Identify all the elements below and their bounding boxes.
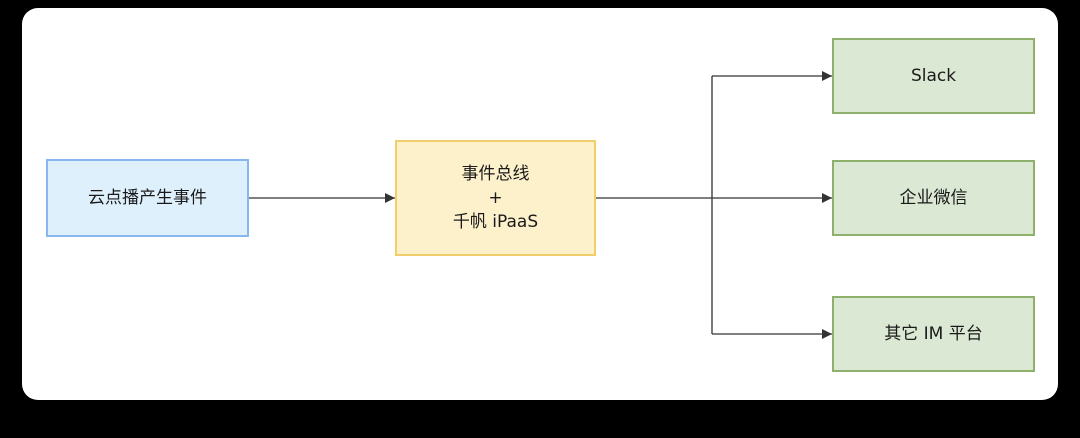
node-target-label: Slack xyxy=(910,66,957,86)
node-event-bus: 事件总线 + 千帆 iPaaS xyxy=(395,140,596,256)
node-target-label: 其它 IM 平台 xyxy=(884,324,983,344)
node-source-event: 云点播产生事件 xyxy=(46,159,249,237)
node-bus-line1: 事件总线 xyxy=(461,164,530,184)
node-bus-line3: 千帆 iPaaS xyxy=(452,212,539,232)
node-target-slack: Slack xyxy=(832,38,1035,114)
edges-layer xyxy=(249,71,832,339)
node-target-wecom: 企业微信 xyxy=(832,160,1035,236)
node-bus-line2: + xyxy=(488,188,503,208)
diagram-canvas: 云点播产生事件 事件总线 + 千帆 iPaaS Slack 企业微信 其它 IM… xyxy=(22,8,1058,400)
node-target-other-im: 其它 IM 平台 xyxy=(832,296,1035,372)
node-target-label: 企业微信 xyxy=(899,188,968,208)
node-source-label: 云点播产生事件 xyxy=(88,188,207,208)
